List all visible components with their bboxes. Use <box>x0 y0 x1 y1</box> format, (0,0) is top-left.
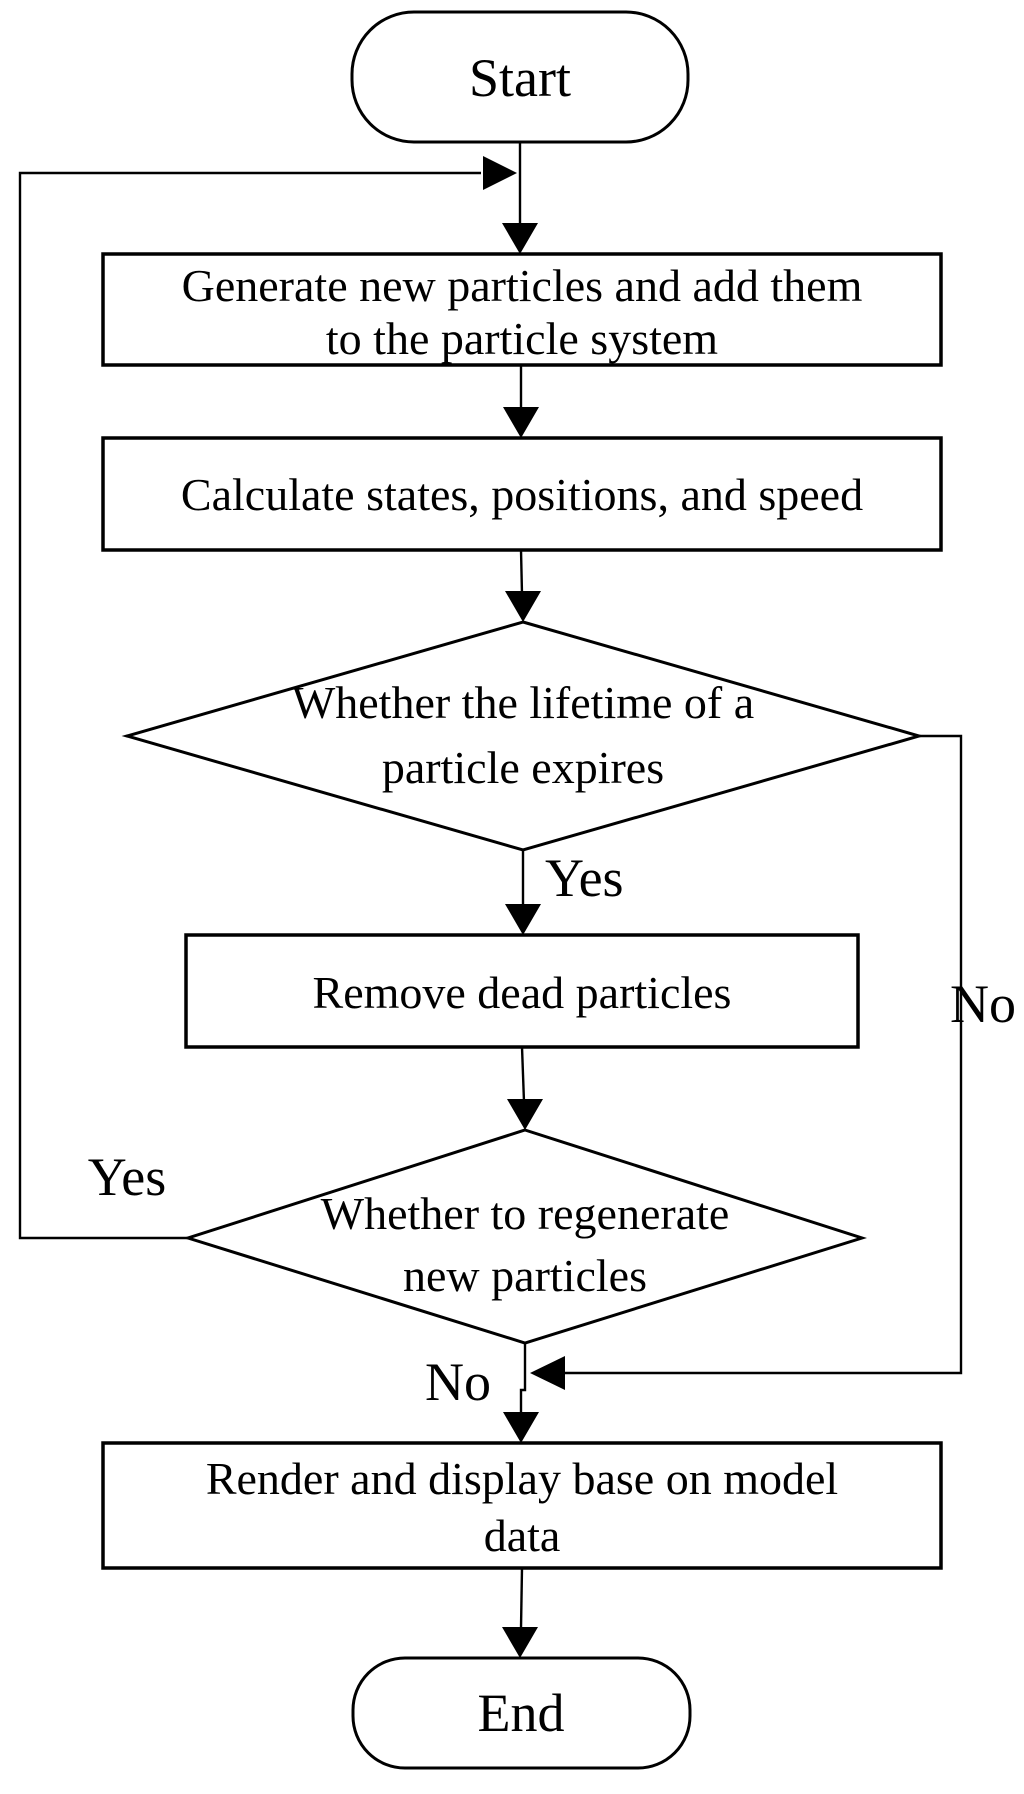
end-terminator <box>351 1656 692 1770</box>
lifetime-decision-diamond <box>121 620 925 852</box>
edge-render-to-end <box>519 1567 524 1629</box>
lifetime-label-line2: particle expires <box>382 742 664 793</box>
arrowhead-down-icon <box>505 904 541 935</box>
regenerate-no-label: No <box>425 1352 491 1412</box>
edge-lifetime-no <box>562 734 963 1375</box>
arrowhead-left-icon <box>530 1356 565 1390</box>
generate-label-line2: to the particle system <box>326 313 718 364</box>
arrowhead-down-icon <box>505 591 541 622</box>
arrowhead-down-icon <box>507 1099 543 1130</box>
render-label-line2: data <box>484 1510 561 1561</box>
lifetime-yes-label: Yes <box>545 848 624 908</box>
generate-process-box <box>101 252 943 367</box>
end-label: End <box>478 1683 565 1743</box>
calculate-label: Calculate states, positions, and speed <box>181 469 863 520</box>
regenerate-yes-label: Yes <box>88 1147 167 1207</box>
calculate-process-box <box>101 436 943 552</box>
start-label: Start <box>469 48 571 108</box>
remove-process-box <box>184 933 860 1049</box>
lifetime-no-label: No <box>950 974 1016 1034</box>
regenerate-label-line1: Whether to regenerate <box>321 1188 730 1239</box>
arrowhead-down-icon <box>502 223 538 254</box>
regenerate-decision-diamond <box>183 1128 867 1345</box>
edge-regenerate-no <box>519 1343 527 1415</box>
arrowhead-down-icon <box>503 1412 539 1443</box>
edge-regenerate-yes-loop <box>18 171 481 1240</box>
render-label-line1: Render and display base on model <box>206 1453 838 1504</box>
edge-calculate-to-lifetime <box>519 549 524 595</box>
start-terminator <box>350 10 690 144</box>
arrowhead-down-icon <box>503 407 539 438</box>
lifetime-label-line1: Whether the lifetime of a <box>292 677 754 728</box>
generate-label-line1: Generate new particles and add them <box>182 260 863 311</box>
arrowhead-right-icon <box>483 156 517 190</box>
regenerate-label-line2: new particles <box>403 1250 647 1301</box>
arrowhead-down-icon <box>502 1627 538 1658</box>
edge-remove-to-regenerate <box>520 1046 526 1103</box>
remove-label: Remove dead particles <box>313 967 732 1018</box>
render-process-box <box>101 1441 943 1570</box>
